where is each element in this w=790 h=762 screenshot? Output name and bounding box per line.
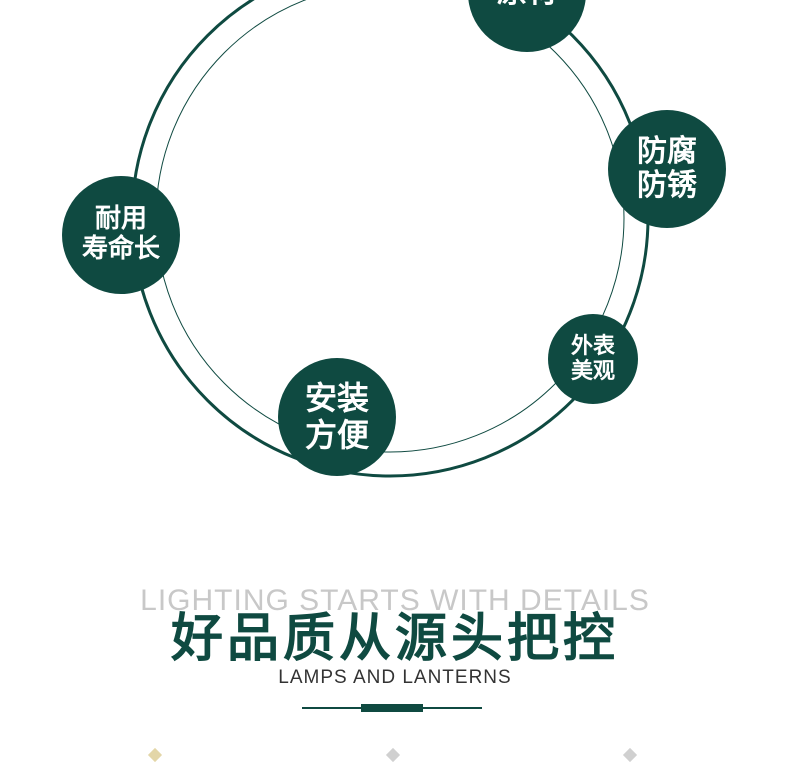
badge-anti-corrosion: 防腐 防锈 [608, 110, 726, 228]
section-background-text: LIGHTING STARTS WITH DETAILS [140, 584, 650, 617]
badge-easy-install: 安装 方便 [278, 358, 396, 476]
badge-rust-line1: 防腐 [637, 133, 697, 169]
badge-raw-line1: 原材 [497, 0, 557, 10]
section-title: 好品质从源头把控 [170, 609, 619, 669]
badge-life-line1: 耐用 [94, 204, 147, 235]
badge-appearance: 外表 美观 [548, 314, 638, 404]
badge-look-line1: 外表 [570, 333, 615, 359]
badge-install-line1: 安装 [304, 379, 369, 418]
badge-look-line2: 美观 [570, 359, 615, 384]
section-subtitle: LAMPS AND LANTERNS [278, 667, 512, 688]
inner-ring [155, 0, 625, 453]
title-divider-accent [361, 704, 423, 712]
badge-life-line2: 寿命长 [81, 234, 160, 264]
badge-install-line2: 方便 [304, 416, 369, 454]
badge-durable: 耐用 寿命长 [62, 176, 180, 294]
badge-rust-line2: 防锈 [637, 168, 697, 203]
